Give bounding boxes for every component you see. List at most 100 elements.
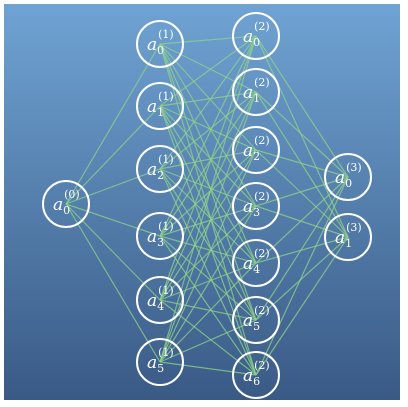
neuron-superscript: (2) (254, 76, 270, 89)
neuron-circle (136, 20, 184, 68)
edge-l1n4-l2n6 (159, 299, 257, 376)
neuron-circle (232, 126, 280, 174)
neuron-circle (232, 182, 280, 230)
edge-l2n0-l3n0 (255, 35, 349, 178)
edge-l2n4-l3n1 (255, 236, 349, 264)
edge-l2n5-l3n0 (255, 176, 349, 321)
neuron-label: a1(2) (243, 76, 270, 105)
neuron-circle (136, 212, 184, 260)
neuron-a5-layer1: a5(1) (136, 338, 184, 386)
neuron-label: a0(2) (243, 20, 270, 49)
edge-l1n2-l2n3 (159, 168, 257, 207)
neuron-symbol: a (243, 366, 253, 386)
edge-l1n0-l2n6 (159, 43, 257, 376)
edge-l1n3-l2n1 (159, 91, 257, 237)
edge-l1n0-l2n3 (159, 43, 257, 207)
neuron-circle (232, 68, 280, 116)
edge-l2n2-l3n1 (255, 149, 349, 238)
neuron-superscript: (3) (346, 161, 362, 174)
neuron-symbol: a (147, 227, 157, 247)
neuron-subscript: 1 (253, 92, 260, 105)
neuron-circle (136, 338, 184, 386)
neuron-symbol: a (147, 97, 157, 117)
neuron-subscript: 3 (253, 206, 260, 219)
neuron-label: a1(3) (335, 221, 362, 250)
edge-l1n4-l2n0 (159, 35, 257, 301)
neuron-circle (42, 180, 90, 228)
edge-l1n0-l2n1 (159, 43, 257, 93)
neuron-circle (232, 239, 280, 287)
neuron-symbol: a (335, 168, 345, 188)
neuron-subscript: 2 (253, 150, 260, 163)
neuron-symbol: a (147, 353, 157, 373)
neuron-symbol: a (243, 141, 253, 161)
neuron-a4-layer2: a4(2) (232, 239, 280, 287)
edge-l1n2-l2n5 (159, 168, 257, 321)
neuron-circle (324, 153, 372, 201)
edge-l2n1-l3n1 (255, 91, 349, 238)
neuron-symbol: a (335, 228, 345, 248)
neuron-superscript: (2) (254, 190, 270, 203)
neuron-label: a2(1) (147, 153, 174, 182)
edge-l1n4-l2n1 (159, 91, 257, 301)
edge-l1n3-l2n4 (159, 235, 257, 264)
neuron-a3-layer2: a3 (2) (232, 182, 280, 230)
neuron-circle (136, 276, 184, 324)
edge-l1n1-l2n0 (159, 35, 257, 107)
edge-l1n1-l2n5 (159, 105, 257, 321)
neuron-superscript: (3) (346, 221, 362, 234)
neuron-subscript: 3 (157, 236, 164, 249)
edge-l2n4-l3n0 (255, 176, 349, 264)
edge-l1n2-l2n1 (159, 91, 257, 170)
neuron-label: a0(0) (53, 188, 80, 217)
edge-l1n3-l2n5 (159, 235, 257, 321)
neuron-a3-layer1: a3(1) (136, 212, 184, 260)
edge-l2n0-l3n1 (255, 35, 349, 238)
neuron-superscript: (2) (254, 304, 270, 317)
edge-l0n0-l1n3 (65, 203, 161, 237)
neuron-subscript: 5 (253, 320, 260, 333)
neuron-superscript: (0) (64, 188, 80, 201)
edge-l1n5-l2n3 (159, 205, 257, 363)
neuron-circle (232, 296, 280, 344)
neuron-subscript: 0 (63, 204, 70, 217)
neuron-symbol: a (147, 35, 157, 55)
neuron-symbol: a (243, 197, 253, 217)
neuron-label: a0(1) (147, 28, 174, 57)
edge-l2n2-l3n0 (255, 149, 349, 178)
edge-l1n5-l2n6 (159, 361, 257, 376)
neuron-a4-layer1: a4(1) (136, 276, 184, 324)
edge-l1n4-l2n4 (159, 262, 257, 301)
neuron-symbol: a (147, 291, 157, 311)
edge-l2n1-l3n0 (255, 91, 349, 178)
neuron-symbol: a (243, 27, 253, 47)
neuron-label: a3 (2) (243, 190, 270, 219)
neuron-a0-layer2: a0(2) (232, 12, 280, 60)
neuron-superscript: (2) (254, 359, 270, 372)
neuron-superscript: (1) (158, 28, 174, 41)
neuron-a5-layer2: a5(2) (232, 296, 280, 344)
neuron-circle (136, 145, 184, 193)
edge-l2n3-l3n1 (255, 205, 349, 238)
neuron-label: a4(1) (147, 284, 174, 313)
edge-l1n4-l2n5 (159, 299, 257, 321)
diagram-background (4, 4, 400, 400)
neuron-a0-layer3: a0(3) (324, 153, 372, 201)
neuron-a1-layer1: a1(1) (136, 82, 184, 130)
edge-l1n5-l2n2 (159, 149, 257, 363)
edge-l1n0-l2n4 (159, 43, 257, 264)
neuron-superscript: (2) (254, 247, 270, 260)
neuron-a0-layer1: a0(1) (136, 20, 184, 68)
edge-l1n3-l2n2 (159, 149, 257, 237)
edge-l1n3-l2n6 (159, 235, 257, 376)
edge-l0n0-l1n0 (65, 43, 161, 205)
neuron-label: a5(1) (147, 346, 174, 375)
neurons: a0(0)a0(1)a1(1)a2(1)a3(1)a4(1)a5(1)a0(2)… (42, 12, 372, 399)
neuron-superscript: (1) (158, 284, 174, 297)
neuron-subscript: 4 (253, 263, 260, 276)
neuron-a1-layer2: a1(2) (232, 68, 280, 116)
neuron-superscript: (2) (254, 20, 270, 33)
edge-l1n5-l2n5 (159, 319, 257, 363)
edge-l2n5-l3n1 (255, 236, 349, 321)
